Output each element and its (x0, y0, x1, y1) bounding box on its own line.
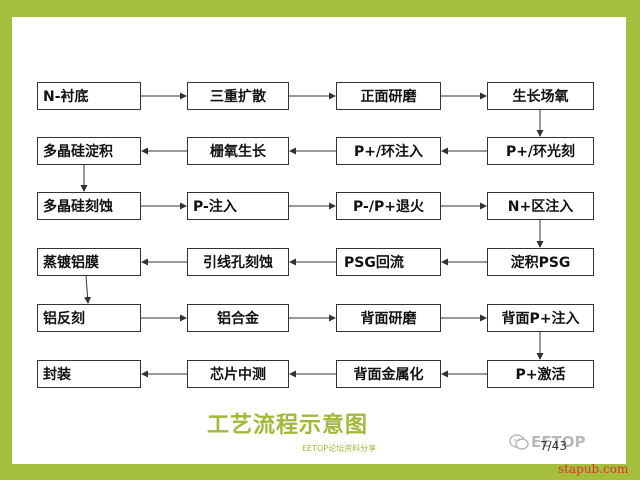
step-gate-oxide-growth: 栅氧生长 (187, 137, 289, 165)
step-triple-diffusion: 三重扩散 (187, 82, 289, 110)
flow-arrows (80, 92, 544, 378)
step-p-plus-activation: P+激活 (487, 360, 594, 388)
step-p-minus-implant: P-注入 (187, 192, 289, 220)
step-al-etch: 铝反刻 (37, 304, 141, 332)
step-al-evaporation: 蒸镀铝膜 (37, 248, 141, 276)
step-wafer-probe-test: 芯片中测 (187, 360, 289, 388)
step-field-oxide-growth: 生长场氧 (487, 82, 594, 110)
step-al-alloy: 铝合金 (187, 304, 289, 332)
step-contact-etch: 引线孔刻蚀 (187, 248, 289, 276)
page-number: 7/43 (540, 439, 567, 453)
step-psg-reflow: PSG回流 (336, 248, 441, 276)
step-anneal: P-/P+退火 (336, 192, 441, 220)
step-p-ring-implant: P+/环注入 (336, 137, 441, 165)
step-p-ring-lithography: P+/环光刻 (487, 137, 594, 165)
step-poly-etch: 多晶硅刻蚀 (37, 192, 141, 220)
step-back-grinding: 背面研磨 (336, 304, 441, 332)
step-back-p-plus-implant: 背面P+注入 (487, 304, 594, 332)
diagram-title: 工艺流程示意图 (207, 413, 369, 438)
step-packaging: 封装 (37, 360, 141, 388)
step-n-substrate: N-衬底 (37, 82, 141, 110)
step-front-grinding: 正面研磨 (336, 82, 441, 110)
wechat-icon (509, 434, 529, 450)
slide-canvas: N-衬底 三重扩散 正面研磨 生长场氧 P+/环光刻 P+/环注入 栅氧生长 多… (12, 17, 626, 464)
step-psg-deposition: 淀积PSG (487, 248, 594, 276)
arrow (84, 275, 92, 304)
watermark-text: EETOP (531, 433, 586, 451)
step-back-metallization: 背面金属化 (336, 360, 441, 388)
site-watermark: stapub.com (558, 462, 629, 476)
step-poly-deposition: 多晶硅淀积 (37, 137, 141, 165)
step-n-plus-implant: N+区注入 (487, 192, 594, 220)
diagram-subtitle: EETOP论坛资料分享 (302, 444, 377, 453)
